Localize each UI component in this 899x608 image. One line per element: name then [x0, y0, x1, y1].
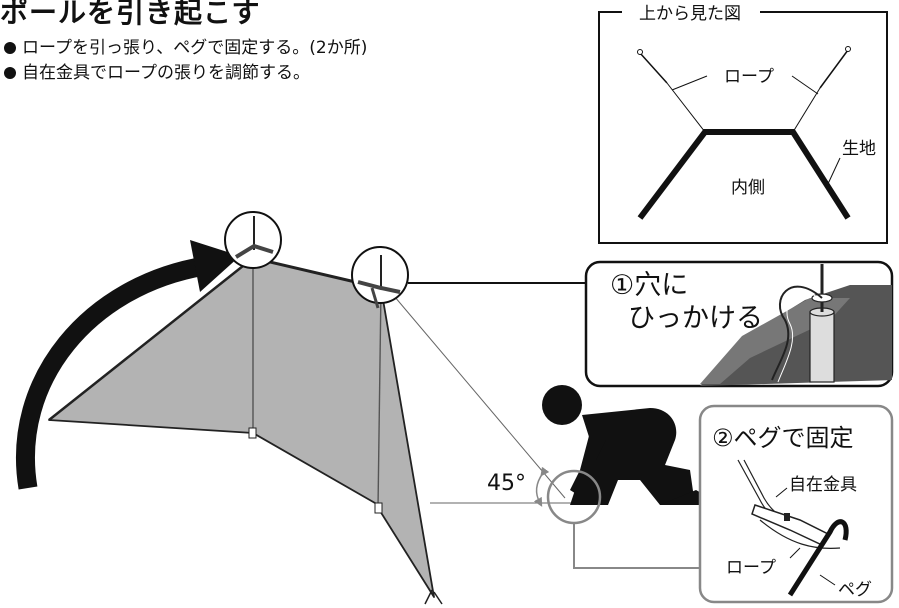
peg-callout: ②ペグで固定 自在金具 ロープ ペグ — [698, 404, 894, 604]
instruction-item: 自在金具でロープの張りを調節する。 — [4, 61, 367, 86]
rope-label: ロープ — [724, 67, 774, 87]
peg-label: ペグ — [838, 580, 872, 600]
pole-top-detail-1 — [224, 211, 282, 269]
instruction-text: ロープを引っ張り、ペグで固定する。(2か所) — [22, 38, 368, 58]
hole-callout-text-1: ①穴に — [610, 270, 688, 301]
hole-callout-text-2: ひっかける — [628, 303, 763, 334]
angle-label: 45° — [487, 471, 526, 496]
tent-body — [48, 256, 443, 605]
guy-rope — [388, 289, 566, 499]
instruction-item: ロープを引っ張り、ペグで固定する。(2か所) — [4, 36, 367, 61]
page-title: ポールを引き起こす — [0, 0, 261, 29]
leader-line-peg — [573, 523, 700, 569]
inside-label: 内側 — [731, 178, 765, 198]
top-view-title: 上から見た図 — [639, 4, 741, 24]
peg-callout-title: ②ペグで固定 — [712, 424, 854, 452]
fabric-label: 生地 — [842, 139, 876, 159]
hole-callout: ①穴に ひっかける — [584, 260, 894, 388]
bullet-icon — [4, 42, 16, 54]
angle-arc-icon — [533, 466, 550, 507]
instruction-text: 自在金具でロープの張りを調節する。 — [22, 63, 310, 83]
adjuster-label: 自在金具 — [789, 475, 857, 495]
person-figure — [542, 385, 710, 505]
pole-top-detail-2 — [351, 246, 409, 309]
instruction-list: ロープを引っ張り、ペグで固定する。(2か所) 自在金具でロープの張りを調節する。 — [4, 36, 367, 86]
peg-callout-rope-label: ロープ — [726, 558, 776, 578]
top-view-panel: 上から見た図 ロープ 生地 内側 — [598, 4, 888, 244]
bullet-icon — [4, 67, 16, 79]
